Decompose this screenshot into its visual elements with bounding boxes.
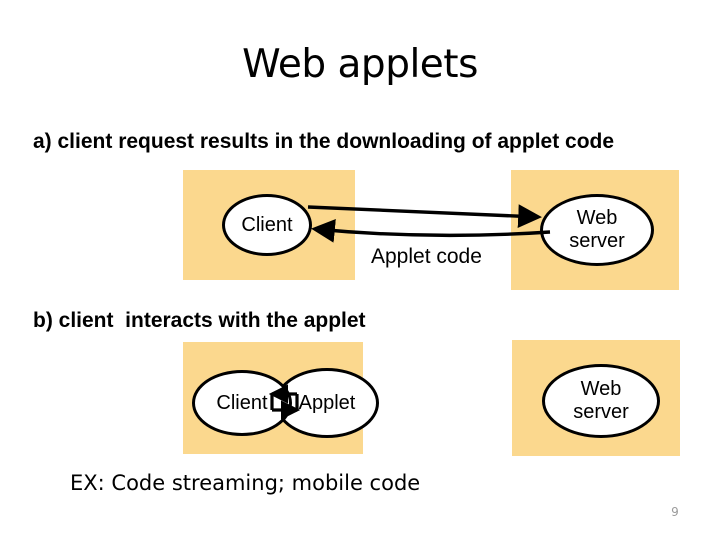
section-b-server-node-line1: Web: [580, 378, 622, 400]
section-b-server-node-line2: server: [573, 401, 629, 423]
page-title: Web applets: [242, 42, 478, 87]
footer-note: EX: Code streaming; mobile code: [70, 471, 421, 495]
section-b-client-node: Client: [192, 370, 292, 436]
page-number: 9: [671, 505, 679, 519]
section-b-applet-node: Applet: [275, 368, 379, 438]
section-a-client-node: Client: [222, 194, 312, 256]
section-a-server-node-line2: server: [569, 230, 625, 252]
section-a-edge-label: Applet code: [371, 245, 482, 268]
section-b-server-node: Web server: [542, 364, 660, 438]
section-a-server-node: Web server: [540, 194, 654, 266]
section-a-server-node-line1: Web: [576, 207, 618, 229]
section-a-caption: a) client request results in the downloa…: [33, 130, 615, 153]
section-b-caption: b) client interacts with the applet: [33, 309, 366, 332]
